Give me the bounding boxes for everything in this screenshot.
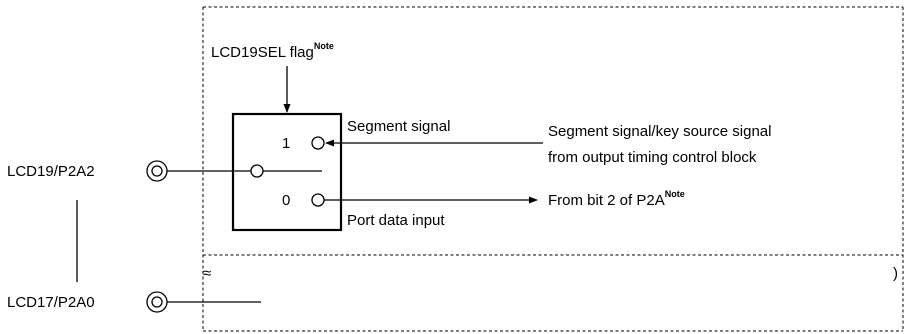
- port-data-input-label: Port data input: [347, 212, 445, 229]
- dashed-region: [202, 6, 904, 332]
- break-mark-right: ): [893, 265, 898, 282]
- switch-box: [231, 112, 343, 232]
- pin-lcd19-label: LCD19/P2A2: [7, 163, 95, 180]
- from-bit-label: From bit 2 of P2ANote: [548, 189, 685, 209]
- switch-position-0: 0: [282, 192, 290, 209]
- break-mark-left: ≈: [203, 265, 211, 282]
- pin-lcd17-label: LCD17/P2A0: [7, 294, 95, 311]
- pin-lcd17-outer: [146, 291, 168, 313]
- pin-lcd19-outer: [146, 160, 168, 182]
- switch-position-1: 1: [282, 135, 290, 152]
- pin-lcd19-inner: [151, 165, 163, 177]
- source-signal-label-line2: from output timing control block: [548, 149, 757, 166]
- segment-signal-label: Segment signal: [347, 118, 450, 135]
- source-signal-label-line1: Segment signal/key source signal: [548, 123, 771, 140]
- switch-pivot: [250, 164, 264, 178]
- terminal-0: [311, 193, 325, 207]
- pin-lcd17-inner: [151, 296, 163, 308]
- terminal-1: [311, 136, 325, 150]
- sel-flag-label: LCD19SEL flagNote: [211, 41, 334, 61]
